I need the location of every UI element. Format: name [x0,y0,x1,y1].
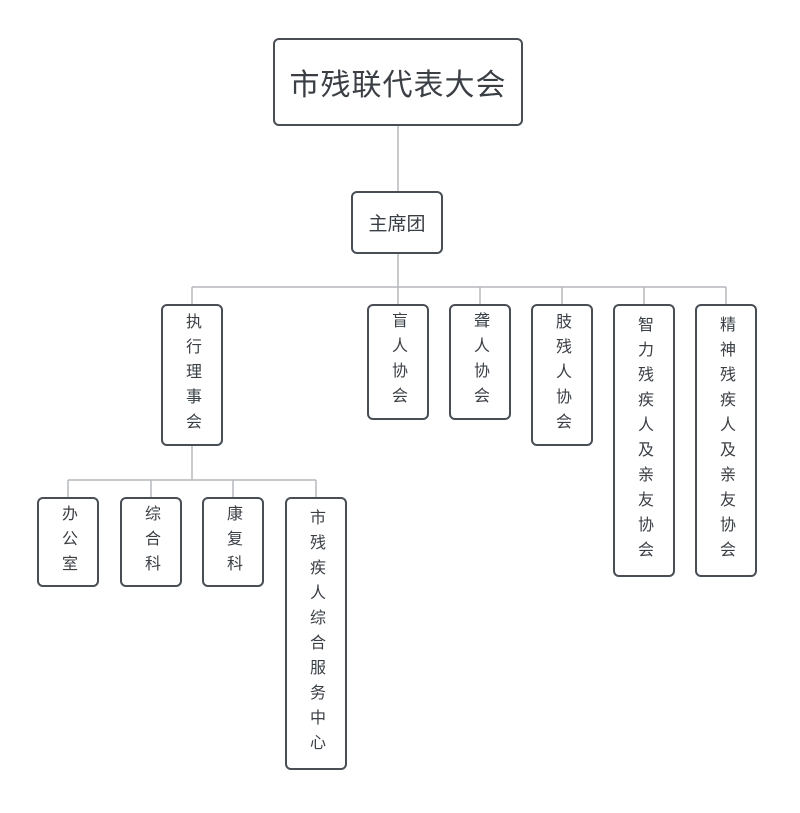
department-label: 市残疾人综合服务中心 [307,508,326,759]
department-node-rehab: 康复科 [202,497,264,587]
association-label: 聋人协会 [471,312,490,412]
department-node-general: 综合科 [120,497,182,587]
root-node-label: 市残联代表大会 [289,68,507,103]
association-node-deaf: 聋人协会 [449,304,511,420]
association-label: 精神残疾人及亲友协会 [717,315,736,566]
department-label: 办公室 [59,504,78,580]
association-node-blind: 盲人协会 [367,304,429,420]
department-label: 康复科 [224,504,243,580]
executive-council-label: 执行理事会 [183,312,202,438]
association-label: 盲人协会 [389,312,408,412]
root-node-congress: 市残联代表大会 [273,38,523,126]
association-node-physical: 肢残人协会 [531,304,593,446]
association-label: 肢残人协会 [553,312,572,438]
presidium-node: 主席团 [351,191,443,254]
association-node-intellectual: 智力残疾人及亲友协会 [613,304,675,577]
department-node-service-center: 市残疾人综合服务中心 [285,497,347,770]
association-label: 智力残疾人及亲友协会 [635,315,654,566]
department-label: 综合科 [142,504,161,580]
executive-council-node: 执行理事会 [161,304,223,446]
association-node-mental: 精神残疾人及亲友协会 [695,304,757,577]
presidium-node-label: 主席团 [368,213,426,235]
department-node-office: 办公室 [37,497,99,587]
